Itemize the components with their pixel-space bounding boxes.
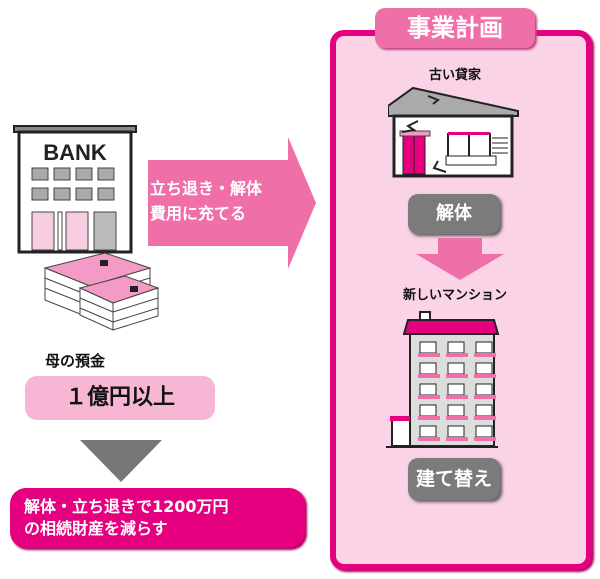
balcony bbox=[474, 353, 496, 357]
right-arrow-icon bbox=[148, 137, 316, 269]
balcony bbox=[418, 374, 440, 378]
balcony bbox=[474, 416, 496, 420]
result-box: 解体・立ち退きで1200万円 の相続財産を減らす bbox=[10, 488, 305, 548]
window bbox=[419, 404, 437, 417]
down-triangle-icon bbox=[80, 440, 162, 482]
window bbox=[447, 425, 465, 438]
new-building-label: 新しいマンション bbox=[402, 288, 507, 303]
balcony bbox=[446, 437, 468, 441]
result-line1: 解体・立ち退きで1200万円 bbox=[24, 497, 229, 516]
money-stack-icon bbox=[43, 252, 160, 331]
old-house-label: 古い貸家 bbox=[428, 68, 481, 83]
result-line2: の相続財産を減らす bbox=[24, 519, 168, 538]
deposit-amount: １億円以上 bbox=[25, 376, 215, 420]
bank-sign: BANK bbox=[43, 140, 107, 165]
window bbox=[419, 425, 437, 438]
arrow-caption-line2: 費用に充てる bbox=[150, 204, 247, 223]
rebuild-step: 建て替え bbox=[408, 458, 500, 500]
arrow-caption-line1: 立ち退き・解体 bbox=[150, 179, 263, 198]
window bbox=[447, 341, 465, 354]
window bbox=[419, 362, 437, 375]
window bbox=[447, 362, 465, 375]
balcony bbox=[446, 374, 468, 378]
apartment-building-icon bbox=[386, 311, 500, 448]
balcony bbox=[418, 353, 440, 357]
deposit-label: 母の預金 bbox=[45, 352, 106, 370]
window bbox=[419, 341, 437, 354]
old-house-icon bbox=[388, 86, 519, 178]
window bbox=[475, 425, 493, 438]
window bbox=[475, 341, 493, 354]
window bbox=[419, 383, 437, 396]
balcony bbox=[446, 416, 468, 420]
balcony bbox=[418, 395, 440, 399]
balcony bbox=[474, 395, 496, 399]
balcony bbox=[446, 353, 468, 357]
bank-building-icon: BANK bbox=[13, 125, 137, 254]
down-arrow-icon bbox=[416, 238, 504, 280]
balcony bbox=[418, 416, 440, 420]
window bbox=[447, 383, 465, 396]
window bbox=[475, 404, 493, 417]
window bbox=[447, 404, 465, 417]
window bbox=[475, 383, 493, 396]
demolish-step: 解体 bbox=[408, 194, 500, 234]
window bbox=[475, 362, 493, 375]
balcony bbox=[418, 437, 440, 441]
balcony bbox=[474, 437, 496, 441]
balcony bbox=[446, 395, 468, 399]
plan-title: 事業計画 bbox=[375, 8, 535, 48]
balcony bbox=[474, 374, 496, 378]
arrow-caption: 立ち退き・解体 費用に充てる bbox=[150, 176, 300, 226]
